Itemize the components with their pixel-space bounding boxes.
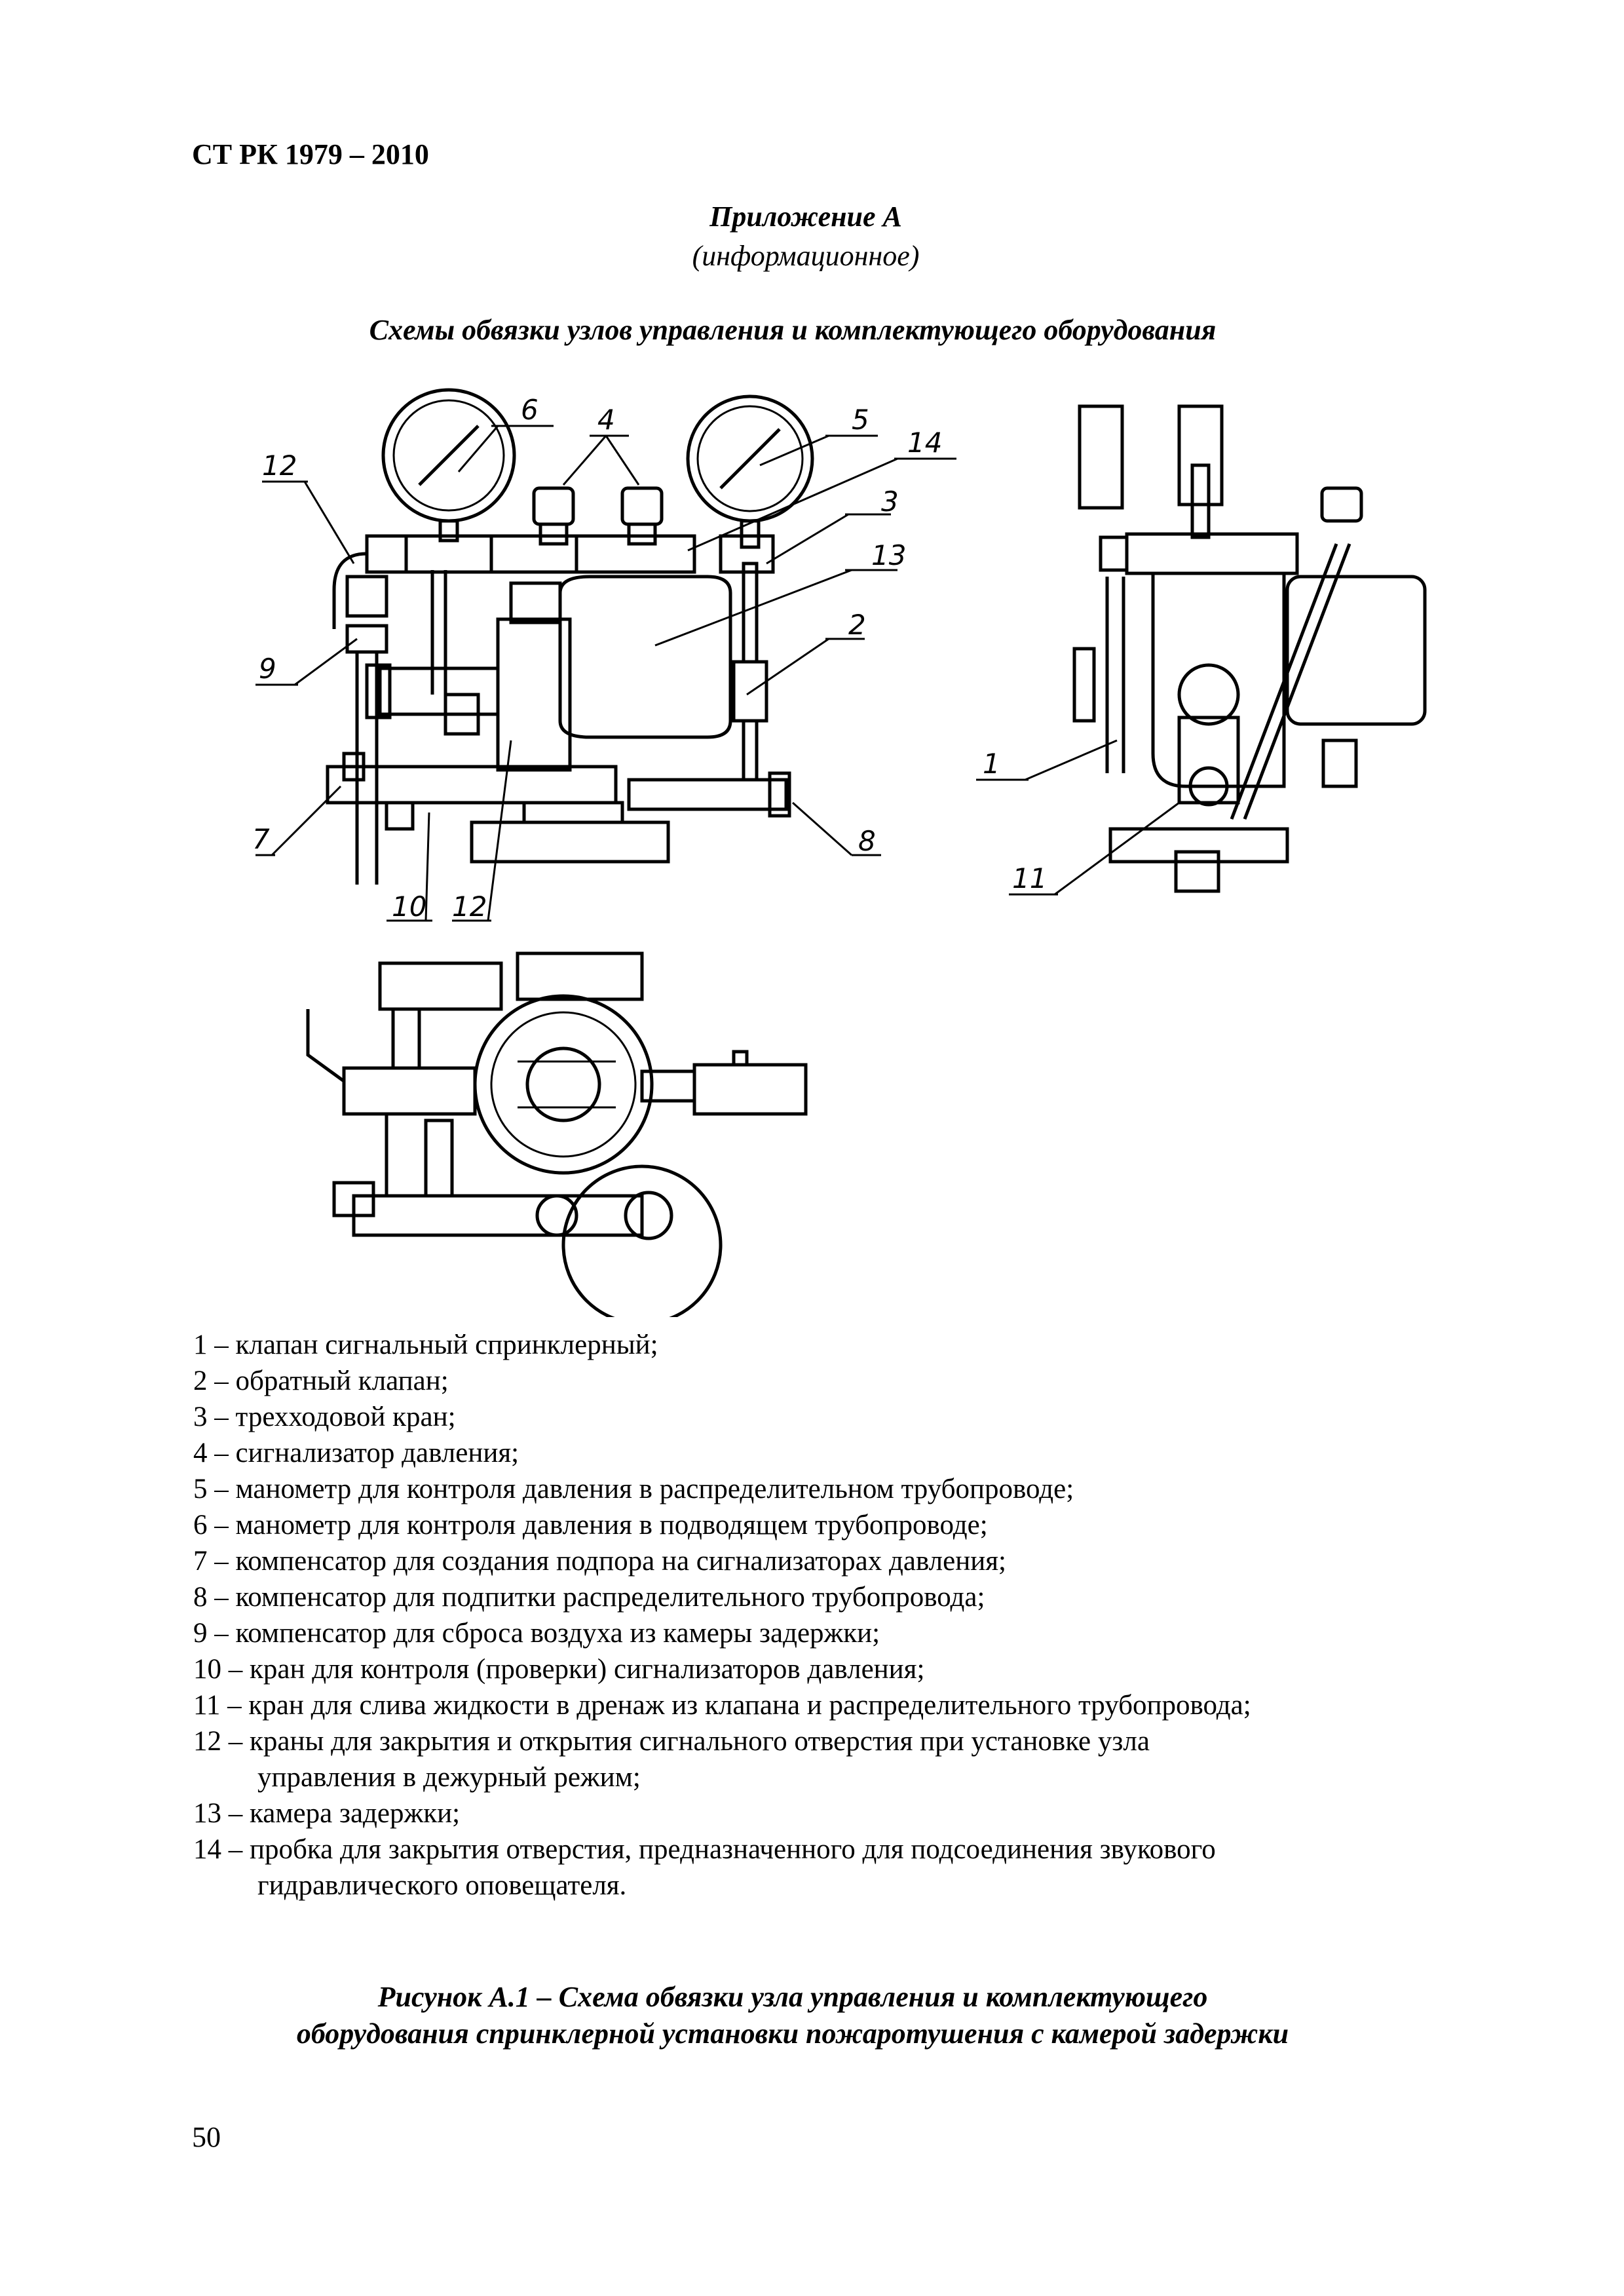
section-title: Схемы обвязки узлов управления и комплек…: [369, 314, 1217, 346]
label-6: 6: [521, 394, 538, 426]
legend-item: 9 – компенсатор для сброса воздуха из ка…: [193, 1618, 880, 1649]
legend-item: 12 – краны для закрытия и открытия сигна…: [193, 1726, 1150, 1757]
legend-item: 5 – манометр для контроля давления в рас…: [193, 1474, 1074, 1504]
legend-item: 14 – пробка для закрытия отверстия, пред…: [193, 1834, 1216, 1865]
retard-chamber: [558, 575, 732, 739]
front-view: [326, 388, 814, 885]
label-7: 7: [252, 823, 270, 855]
legend-item: 13 – камера задержки;: [193, 1798, 461, 1829]
legend-item: 10 – кран для контроля (проверки) сигнал…: [193, 1654, 925, 1685]
figure-caption-line-2: оборудования спринклерной установки пожа…: [296, 2018, 1289, 2050]
label-10: 10: [392, 890, 426, 923]
top-view: [306, 951, 808, 1317]
legend-item-continuation: гидравлического оповещателя.: [257, 1870, 627, 1901]
document-code: СТ РК 1979 – 2010: [192, 138, 429, 170]
drawing-labels: 6 4 5 14 3 13 2 12 9 7 8 10 12 1 11: [252, 394, 1047, 923]
label-14: 14: [907, 427, 942, 459]
legend-item: 2 – обратный клапан;: [193, 1366, 449, 1396]
legend-item: 6 – манометр для контроля давления в под…: [193, 1510, 988, 1540]
label-9: 9: [259, 653, 276, 685]
annex-title: Приложение А: [709, 201, 902, 233]
page-number: 50: [192, 2121, 221, 2153]
annex-subtitle: (информационное): [692, 240, 920, 272]
legend-item: 1 – клапан сигнальный спринклерный;: [193, 1330, 658, 1360]
label-12-top: 12: [262, 450, 297, 482]
figure-caption-line-1: Рисунок А.1 – Схема обвязки узла управле…: [377, 1981, 1208, 2013]
legend-list: 1 – клапан сигнальный спринклерный; 2 – …: [193, 1327, 1471, 1904]
label-13: 13: [871, 539, 906, 571]
legend-item: 3 – трехходовой кран;: [193, 1402, 456, 1432]
label-8: 8: [858, 825, 876, 857]
legend-item-continuation: управления в дежурный режим;: [257, 1762, 641, 1793]
leader-lines: [255, 425, 1180, 922]
side-view: [1072, 404, 1427, 893]
label-5: 5: [852, 404, 869, 436]
technical-drawing: 6 4 5 14 3 13 2 12 9 7 8 10 12 1 11: [252, 388, 1427, 1317]
label-1: 1: [983, 748, 1000, 780]
label-3: 3: [881, 486, 899, 518]
legend-item: 4 – сигнализатор давления;: [193, 1438, 519, 1468]
label-4: 4: [597, 404, 615, 436]
legend-item: 7 – компенсатор для создания подпора на …: [193, 1546, 1006, 1577]
label-12-bottom: 12: [452, 890, 487, 923]
legend-item: 8 – компенсатор для подпитки распределит…: [193, 1582, 985, 1613]
label-2: 2: [848, 609, 866, 641]
label-11: 11: [1012, 862, 1047, 894]
legend-item: 11 – кран для слива жидкости в дренаж из…: [193, 1690, 1251, 1721]
